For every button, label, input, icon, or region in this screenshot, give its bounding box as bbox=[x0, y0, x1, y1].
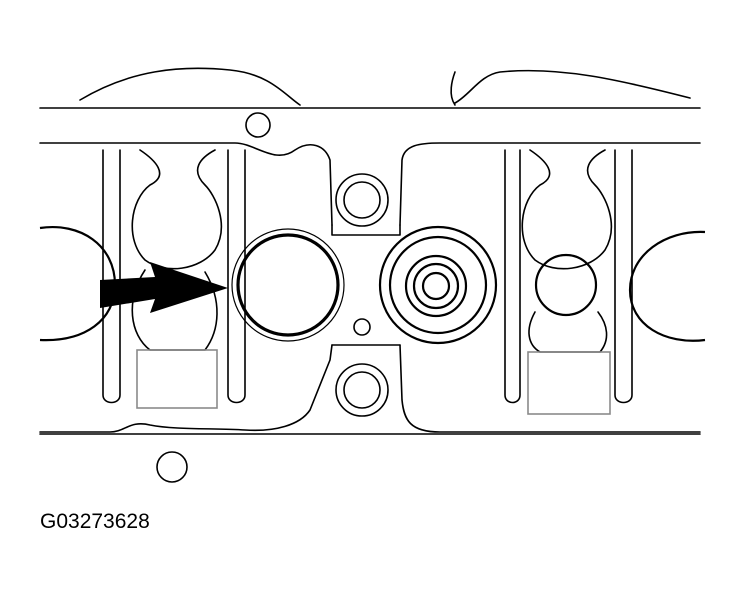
left-follower bbox=[131, 149, 223, 270]
left-pad bbox=[136, 349, 218, 409]
center-dowel-upper-inner bbox=[343, 181, 381, 219]
lower-inner-line-right bbox=[399, 344, 701, 433]
right-rail-outer bbox=[504, 149, 521, 404]
callout-arrow bbox=[100, 262, 228, 313]
right-partial-bore bbox=[628, 230, 706, 342]
right-pad bbox=[527, 351, 611, 415]
center-small-hole bbox=[353, 318, 371, 336]
center-web bbox=[331, 224, 401, 236]
seal-ring-middle bbox=[412, 262, 460, 310]
left-cylinder-bore-inner bbox=[231, 228, 345, 342]
left-rail-outer bbox=[102, 149, 121, 404]
upper-inner-line bbox=[39, 142, 333, 226]
seal-ring-outer bbox=[404, 254, 468, 318]
upper-inner-line-right bbox=[399, 142, 701, 226]
lower-inner-line bbox=[39, 344, 333, 433]
right-cylinder-bore bbox=[388, 235, 488, 335]
top-parting-line bbox=[450, 71, 456, 106]
center-dowel-lower-outer bbox=[335, 363, 389, 417]
dowel-hole-upper bbox=[245, 112, 271, 138]
center-dowel-upper-outer bbox=[335, 173, 389, 227]
top-edge-outline-right bbox=[454, 69, 691, 104]
right-follower-lower bbox=[528, 311, 608, 353]
right-cylinder-bore-outer bbox=[378, 225, 498, 345]
left-cylinder-bore bbox=[236, 233, 340, 337]
figure-id-label: G03273628 bbox=[40, 510, 150, 533]
right-small-bore bbox=[534, 253, 598, 317]
dowel-hole-lower bbox=[156, 451, 188, 483]
center-dowel-lower-inner bbox=[343, 371, 381, 409]
right-rail-inner bbox=[614, 149, 633, 404]
left-rail-inner bbox=[227, 149, 246, 404]
seal-ring-inner bbox=[421, 271, 451, 301]
top-edge-outline bbox=[79, 67, 301, 106]
right-follower bbox=[521, 149, 613, 270]
